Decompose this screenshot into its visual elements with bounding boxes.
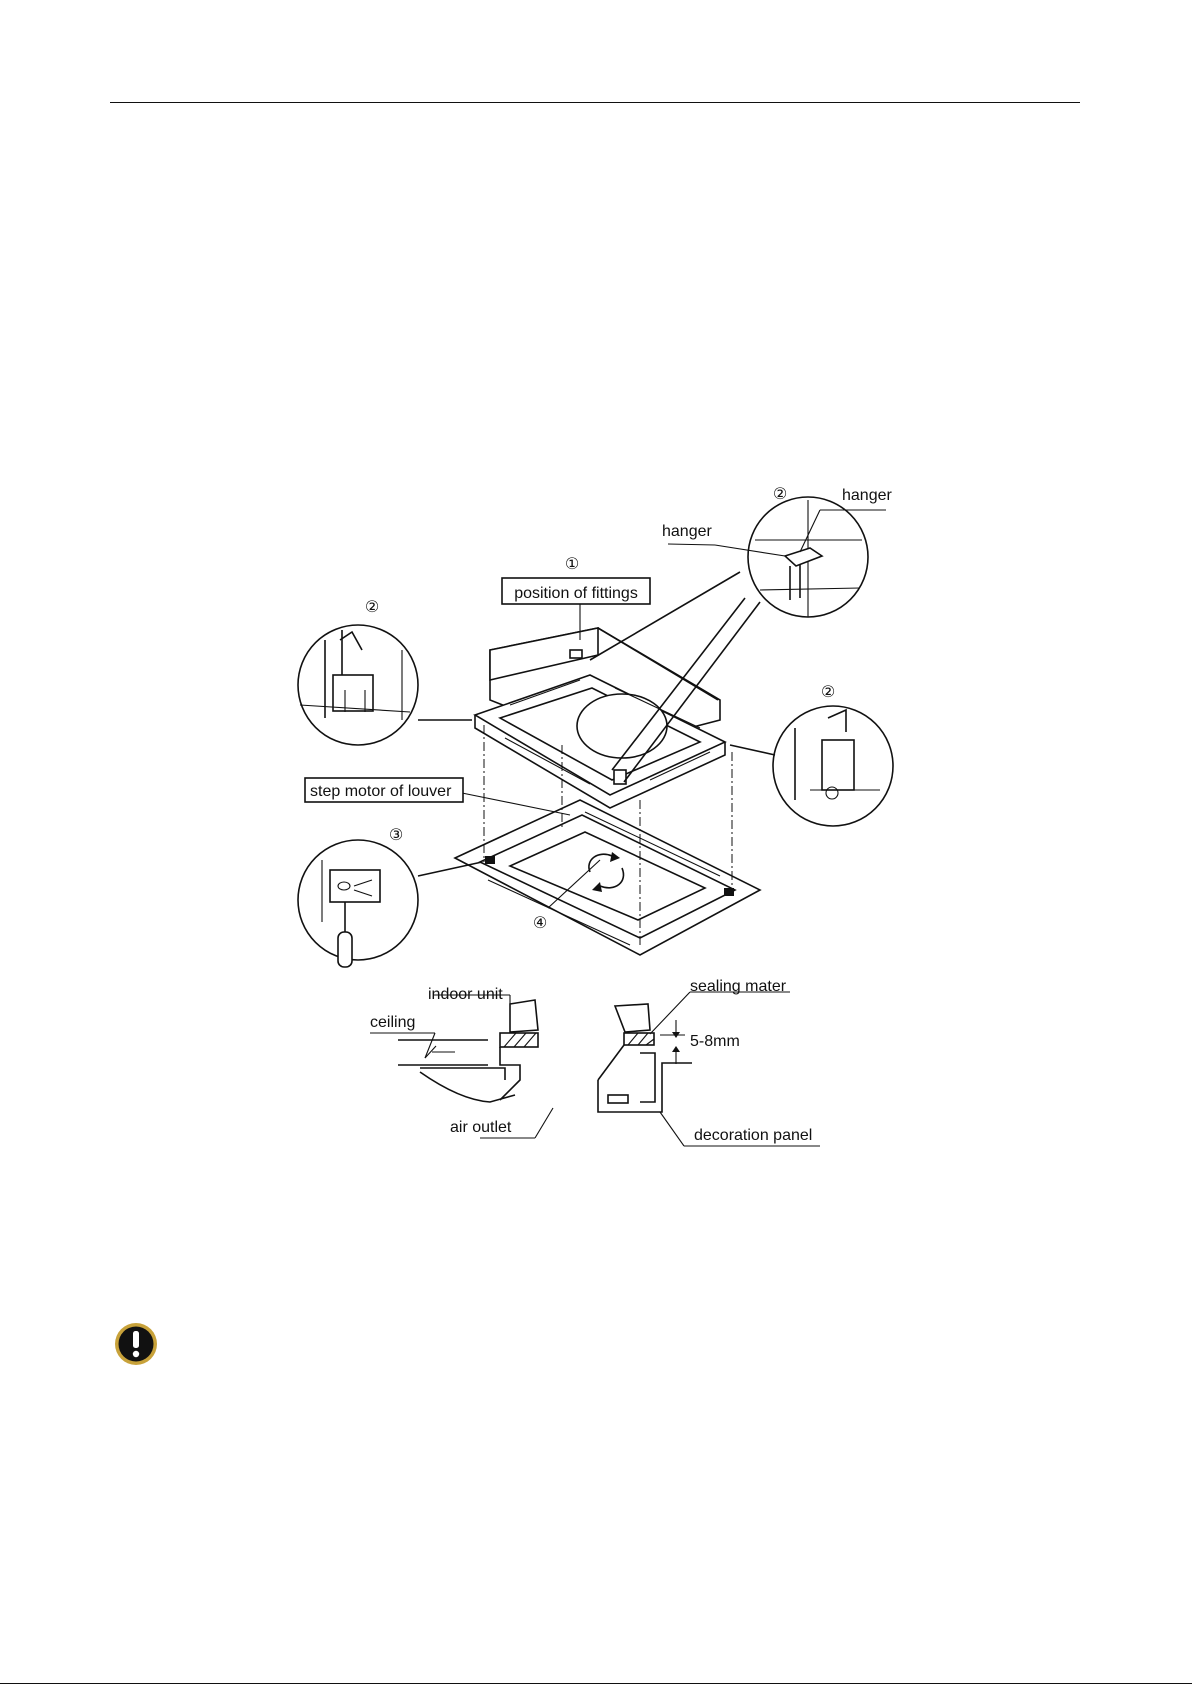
callout-2-left: ② xyxy=(365,597,379,616)
callout-2-top: ② xyxy=(773,484,787,503)
label-hanger-left: hanger xyxy=(662,523,712,540)
callout-3: ③ xyxy=(389,825,403,844)
detail-step-motor xyxy=(298,840,482,967)
label-indoor-unit: indoor unit xyxy=(428,986,503,1003)
footer-rule xyxy=(0,1683,1192,1684)
callout-2-right: ② xyxy=(821,682,835,701)
exclamation-warning-icon xyxy=(114,1322,158,1366)
label-step-motor: step motor of louver xyxy=(310,783,452,800)
callout-1: ① xyxy=(565,554,579,573)
label-decoration-panel: decoration panel xyxy=(694,1127,812,1144)
detail-hanger-right xyxy=(730,706,893,826)
detail-hanger-left xyxy=(298,625,472,745)
decoration-panel-drawing xyxy=(455,800,760,955)
label-hanger-right: hanger xyxy=(842,487,892,504)
section-indoor-unit xyxy=(398,1000,538,1102)
label-ceiling: ceiling xyxy=(370,1014,415,1031)
label-air-outlet: air outlet xyxy=(450,1119,512,1136)
callout-4: ④ xyxy=(533,913,547,932)
label-position-of-fittings: position of fittings xyxy=(514,585,638,602)
section-sealing xyxy=(598,1004,692,1112)
label-gap: 5-8mm xyxy=(690,1033,740,1050)
label-sealing-mater: sealing mater xyxy=(690,978,787,995)
